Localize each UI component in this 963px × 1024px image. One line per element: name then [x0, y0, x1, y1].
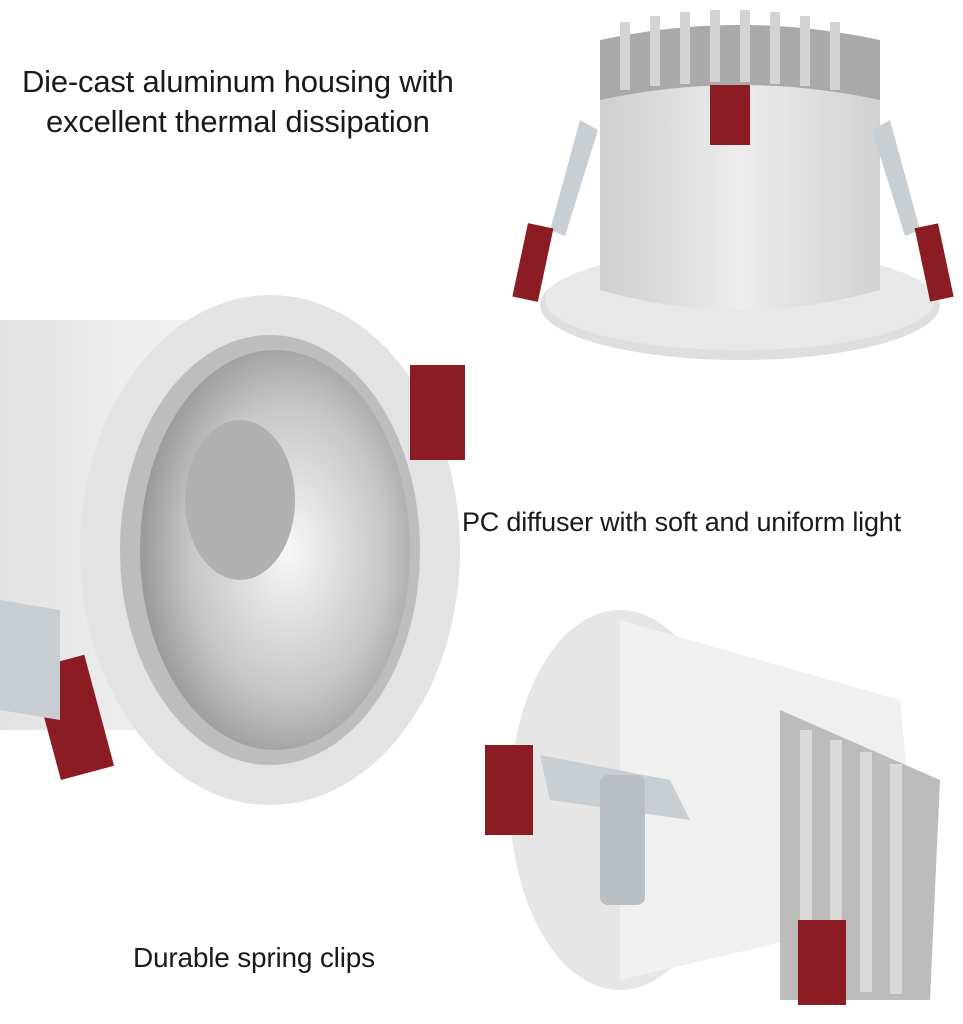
diffuser-caption: PC diffuser with soft and uniform light	[462, 507, 901, 537]
housing-caption-line2: excellent thermal dissipation	[46, 104, 430, 140]
downlight-top-view-image	[512, 10, 954, 360]
housing-caption: Die-cast aluminum housing with excellent…	[22, 62, 454, 143]
clips-caption: Durable spring clips	[133, 942, 375, 973]
downlight-reflector-view-image	[0, 295, 465, 805]
downlight-spring-clip-view-image	[485, 610, 940, 1005]
housing-caption-line1: Die-cast aluminum housing with	[22, 64, 454, 99]
